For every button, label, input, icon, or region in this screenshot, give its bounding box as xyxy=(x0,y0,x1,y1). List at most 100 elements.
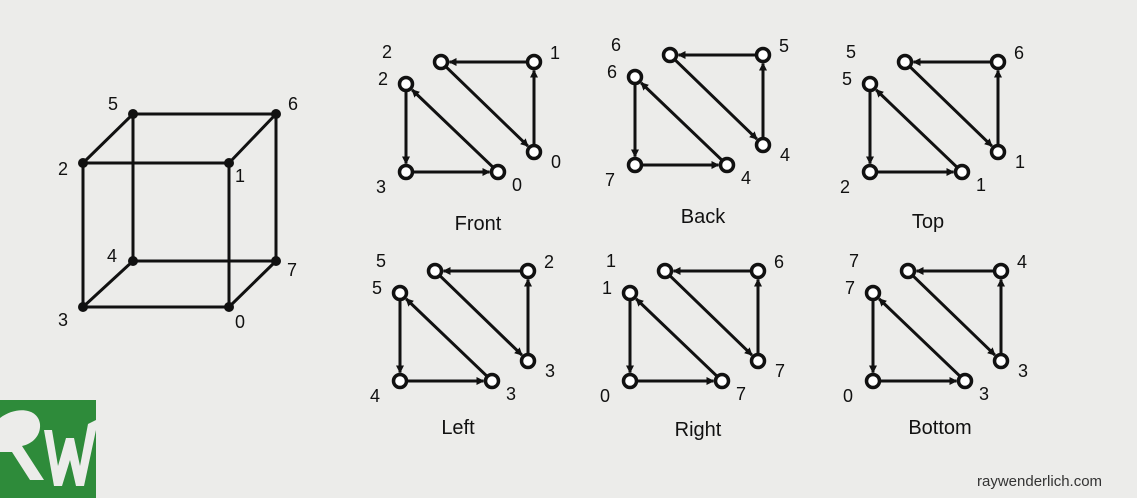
face-vertex-label: 3 xyxy=(1018,361,1028,381)
face-vertex xyxy=(391,372,409,390)
face-caption: Bottom xyxy=(908,417,971,439)
face-caption: Right xyxy=(675,419,722,441)
cube-vertex-2 xyxy=(78,158,88,168)
rw-logo: RW xyxy=(0,400,96,498)
face-vertex-label: 5 xyxy=(376,251,386,271)
cube-edge xyxy=(81,259,135,309)
face-edge-arrow xyxy=(878,297,961,377)
face-vertex xyxy=(397,163,415,181)
face-vertex-label: 1 xyxy=(1015,152,1025,172)
face-caption: Top xyxy=(912,211,944,233)
face-edge-arrow xyxy=(875,88,958,168)
face-vertex-label: 0 xyxy=(551,152,561,172)
cube-vertex-5 xyxy=(128,109,138,119)
face-vertex xyxy=(989,143,1007,161)
face-vertex xyxy=(626,156,644,174)
cube-vertex-3 xyxy=(78,302,88,312)
face-caption: Left xyxy=(441,417,475,439)
face-edge-arrow xyxy=(912,275,996,357)
face-vertex xyxy=(525,53,543,71)
face-vertex-label: 5 xyxy=(779,36,789,56)
cube-vertex-0 xyxy=(224,302,234,312)
cube-label-1: 1 xyxy=(235,166,245,186)
face-vertex xyxy=(519,262,537,280)
rw-logo-w-shape xyxy=(44,420,96,486)
face-vertex-label: 3 xyxy=(506,384,516,404)
face-edge-arrow xyxy=(405,297,488,377)
face-vertex-label: 7 xyxy=(845,278,855,298)
face-edge-arrow xyxy=(669,275,753,357)
face-edge-arrow xyxy=(909,66,993,148)
face-vertex xyxy=(432,53,450,71)
face-vertex xyxy=(956,372,974,390)
cube-label-5: 5 xyxy=(108,94,118,114)
face-vertex xyxy=(864,372,882,390)
face-vertex-label: 6 xyxy=(774,252,784,272)
website-credit: raywenderlich.com xyxy=(977,473,1102,490)
face-vertex-label: 7 xyxy=(605,170,615,190)
face-vertex xyxy=(749,352,767,370)
face-vertex-label: 6 xyxy=(611,35,621,55)
cube-edge xyxy=(227,259,278,309)
face-vertex xyxy=(749,262,767,280)
face-vertex xyxy=(899,262,917,280)
cube-label-0: 0 xyxy=(235,312,245,332)
face-vertex xyxy=(754,46,772,64)
face-vertex-label: 0 xyxy=(512,175,522,195)
face-vertex xyxy=(525,143,543,161)
cube-vertex-1 xyxy=(224,158,234,168)
cube-label-7: 7 xyxy=(287,260,297,280)
face-edge-arrow xyxy=(439,275,523,357)
cube-vertices xyxy=(78,109,281,312)
face-vertex xyxy=(391,284,409,302)
face-edge-arrow xyxy=(674,59,758,141)
face-vertex-label: 0 xyxy=(600,386,610,406)
face-vertex-label: 2 xyxy=(382,42,392,62)
cube-edge xyxy=(227,112,278,165)
face-vertex xyxy=(483,372,501,390)
face-vertex xyxy=(621,372,639,390)
face-vertex-label: 1 xyxy=(606,251,616,271)
face-vertex-label: 3 xyxy=(376,177,386,197)
cube-edge xyxy=(81,112,135,165)
face-vertex xyxy=(989,53,1007,71)
face-vertex xyxy=(519,352,537,370)
face-vertex xyxy=(426,262,444,280)
cube-vertex-6 xyxy=(271,109,281,119)
face-vertex xyxy=(713,372,731,390)
face-vertex-label: 5 xyxy=(846,42,856,62)
face-edge-arrow xyxy=(640,81,723,161)
face-vertex-label: 4 xyxy=(780,145,790,165)
face-vertex-label: 7 xyxy=(849,251,859,271)
face-edge-arrow xyxy=(635,297,718,377)
face-vertex xyxy=(656,262,674,280)
face-vertex xyxy=(992,352,1010,370)
face-edge-arrow xyxy=(411,88,494,168)
face-vertex-label: 0 xyxy=(843,386,853,406)
face-vertex-label: 1 xyxy=(602,278,612,298)
face-vertex xyxy=(397,75,415,93)
face-vertex-label: 3 xyxy=(979,384,989,404)
face-vertex-label: 5 xyxy=(842,69,852,89)
face-vertex xyxy=(861,163,879,181)
cube-label-2: 2 xyxy=(58,159,68,179)
cube-labels: 5 6 2 1 4 7 3 0 xyxy=(58,94,298,332)
face-vertex xyxy=(626,68,644,86)
face-vertex-label: 2 xyxy=(840,177,850,197)
face-vertex-label: 3 xyxy=(545,361,555,381)
face-vertex-label: 7 xyxy=(736,384,746,404)
face-vertex-label: 4 xyxy=(1017,252,1027,272)
face-caption: Front xyxy=(455,213,502,235)
face-vertex xyxy=(661,46,679,64)
face-vertex-label: 2 xyxy=(544,252,554,272)
face-vertex-label: 7 xyxy=(775,361,785,381)
face-vertex xyxy=(754,136,772,154)
face-vertex xyxy=(621,284,639,302)
